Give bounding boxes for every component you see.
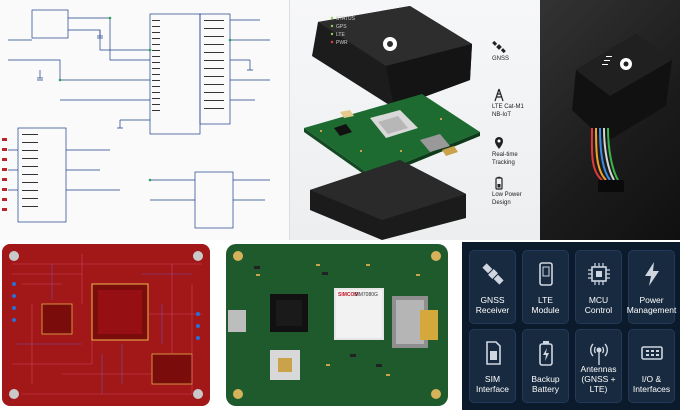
card-label: MCU Control [584, 295, 613, 315]
tracker-device-render: STATUS GPS LTE PWR [304, 6, 480, 240]
pcb-assembled-view: SIMCOM SIM7080G [226, 244, 448, 406]
phone-icon [538, 262, 553, 286]
card-sim-interface: SIM Interface [469, 329, 516, 403]
card-label: I/O & Interfaces [632, 374, 671, 394]
module-model: SIM7080G [354, 292, 378, 298]
device-closeup-panel [540, 0, 680, 240]
card-label: Power Management [626, 295, 677, 315]
card-lte-module: LTE Module [522, 250, 569, 324]
device-led-label: PWR [336, 40, 348, 46]
pcb-board [228, 251, 441, 399]
feature-low-power: Low Power Design [492, 176, 540, 207]
feature-tracking: Real-time Tracking [492, 136, 540, 167]
sim-icon [485, 341, 501, 365]
card-label: SIM Interface [475, 374, 510, 394]
module-brand: SIMCOM [338, 292, 359, 298]
feature-label: LTE Cat-M1 NB-IoT [492, 104, 524, 118]
card-mcu-control: MCU Control [575, 250, 622, 324]
feature-label: Low Power Design [492, 192, 522, 206]
card-label: Antennas (GNSS + LTE) [580, 364, 617, 394]
location-pin-icon [495, 137, 503, 149]
lightning-icon [644, 262, 659, 286]
battery-icon [538, 341, 553, 366]
card-label: GNSS Receiver [475, 295, 510, 315]
pcb-layout-view [2, 244, 210, 406]
satellite-icon [481, 263, 504, 285]
schematic-drawing [2, 9, 270, 229]
card-backup-battery: Backup Battery [522, 329, 569, 403]
card-power-management: Power Management [626, 250, 677, 324]
pcb-traces [9, 251, 203, 399]
card-antennas: Antennas (GNSS + LTE) [575, 329, 622, 403]
product-render-panel: STATUS GPS LTE PWR [290, 0, 540, 240]
chip-icon [587, 263, 610, 285]
card-label: LTE Module [531, 295, 560, 315]
io-icon [640, 346, 663, 360]
card-io-interfaces: I/O & Interfaces [628, 329, 675, 403]
satellite-icon [492, 40, 506, 54]
antenna-tower-icon [494, 88, 504, 102]
feature-label: Real-time Tracking [492, 152, 518, 166]
antenna-icon [589, 343, 608, 365]
card-gnss-receiver: GNSS Receiver [469, 250, 516, 324]
tracker-closeup-render [572, 34, 672, 192]
card-label: Backup Battery [531, 374, 560, 394]
schematic-panel [0, 0, 290, 240]
feature-lte: LTE Cat-M1 NB-IoT [492, 88, 540, 119]
feature-gnss: GNSS [492, 40, 540, 64]
feature-card-grid: GNSS Receiver LTE Module MCU Control Pow… [462, 242, 680, 410]
feature-label: GNSS [492, 56, 510, 62]
device-led-label: STATUS [336, 16, 356, 22]
device-led-label: LTE [336, 32, 345, 38]
battery-icon [495, 176, 503, 190]
device-led-label: GPS [336, 24, 347, 30]
